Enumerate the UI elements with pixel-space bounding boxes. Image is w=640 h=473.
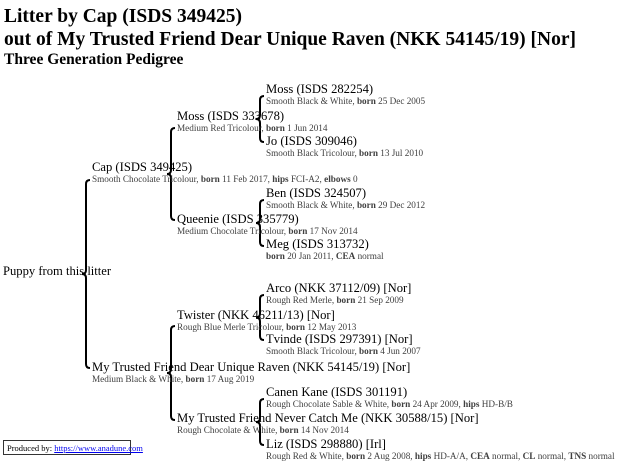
ddd-info: Rough Red & White, born 2 Aug 2008, hips… xyxy=(266,451,615,461)
sdd-node: Meg (ISDS 313732) born 20 Jan 2011, CEA … xyxy=(266,237,384,262)
sire-node: Cap (ISDS 349425) Smooth Chocolate Trico… xyxy=(92,160,358,185)
sire-sire-name: Moss (ISDS 333678) xyxy=(177,109,285,123)
dam-sire-node: Twister (NKK 46211/13) [Nor] Rough Blue … xyxy=(177,308,356,333)
dam-info: Medium Black & White, born 17 Aug 2019 xyxy=(92,374,255,384)
brace-sire-sire xyxy=(255,95,265,143)
produced-by-box: Produced by: https://www.anadune.com xyxy=(3,440,143,455)
dds-node: Canen Kane (ISDS 301191) Rough Chocolate… xyxy=(266,385,513,410)
page-title: Litter by Cap (ISDS 349425) xyxy=(4,6,242,27)
sire-dam-node: Queenie (ISDS 335779) Medium Chocolate T… xyxy=(177,212,358,237)
dam-sire-info: Rough Blue Merle Tricolour, born 12 May … xyxy=(177,322,357,332)
ddd-name: Liz (ISDS 298880) [Irl] xyxy=(266,437,386,451)
dam-node: My Trusted Friend Dear Unique Raven (NKK… xyxy=(92,360,410,385)
sire-info: Smooth Chocolate Tricolour, born 11 Feb … xyxy=(92,174,358,184)
brace-sire xyxy=(166,127,176,221)
produced-by-link[interactable]: https://www.anadune.com xyxy=(54,443,143,453)
page-title-line2: out of My Trusted Friend Dear Unique Rav… xyxy=(4,29,576,50)
sds-info: Smooth Black & White, born 29 Dec 2012 xyxy=(266,200,426,210)
brace-sire-dam xyxy=(255,199,265,247)
dds-name: Canen Kane (ISDS 301191) xyxy=(266,385,408,399)
dam-name: My Trusted Friend Dear Unique Raven (NKK… xyxy=(92,360,411,374)
dss-name: Arco (NKK 37112/09) [Nor] xyxy=(266,281,412,295)
sire-dam-info: Medium Chocolate Tricolour, born 17 Nov … xyxy=(177,226,358,236)
ssd-name: Jo (ISDS 309046) xyxy=(266,134,357,148)
dam-dam-info: Rough Chocolate & White, born 14 Nov 201… xyxy=(177,425,349,435)
dss-info: Rough Red Merle, born 21 Sep 2009 xyxy=(266,295,404,305)
dam-dam-name: My Trusted Friend Never Catch Me (NKK 30… xyxy=(177,411,479,425)
brace-dam-dam xyxy=(255,398,265,446)
sdd-info: born 20 Jan 2011, CEA normal xyxy=(266,251,384,261)
sire-sire-node: Moss (ISDS 333678) Medium Red Tricolour,… xyxy=(177,109,328,134)
dss-node: Arco (NKK 37112/09) [Nor] Rough Red Merl… xyxy=(266,281,411,306)
sss-name: Moss (ISDS 282254) xyxy=(266,82,374,96)
sds-node: Ben (ISDS 324507) Smooth Black & White, … xyxy=(266,186,425,211)
dam-dam-node: My Trusted Friend Never Catch Me (NKK 30… xyxy=(177,411,479,436)
produced-by-label: Produced by: xyxy=(7,443,55,453)
pedigree-root: Puppy from this litter xyxy=(3,264,111,278)
dam-sire-name: Twister (NKK 46211/13) [Nor] xyxy=(177,308,335,322)
dsd-name: Tvinde (ISDS 297391) [Nor] xyxy=(266,332,413,346)
brace-dam-sire xyxy=(255,294,265,341)
sss-node: Moss (ISDS 282254) Smooth Black & White,… xyxy=(266,82,425,107)
dsd-info: Smooth Black Tricolour, born 4 Jun 2007 xyxy=(266,346,421,356)
sire-dam-name: Queenie (ISDS 335779) xyxy=(177,212,299,226)
brace-dam xyxy=(166,325,176,421)
sire-name: Cap (ISDS 349425) xyxy=(92,160,193,174)
ssd-info: Smooth Black Tricolour, born 13 Jul 2010 xyxy=(266,148,424,158)
sdd-name: Meg (ISDS 313732) xyxy=(266,237,369,251)
sds-name: Ben (ISDS 324507) xyxy=(266,186,367,200)
sire-sire-info: Medium Red Tricolour, born 1 Jun 2014 xyxy=(177,123,328,133)
ssd-node: Jo (ISDS 309046) Smooth Black Tricolour,… xyxy=(266,134,423,159)
root-label: Puppy from this litter xyxy=(3,264,112,278)
dds-info: Rough Chocolate Sable & White, born 24 A… xyxy=(266,399,513,409)
sss-info: Smooth Black & White, born 25 Dec 2005 xyxy=(266,96,426,106)
brace-root xyxy=(81,179,91,369)
dsd-node: Tvinde (ISDS 297391) [Nor] Smooth Black … xyxy=(266,332,421,357)
ddd-node: Liz (ISDS 298880) [Irl] Rough Red & Whit… xyxy=(266,437,615,462)
page-subtitle: Three Generation Pedigree xyxy=(4,51,184,68)
